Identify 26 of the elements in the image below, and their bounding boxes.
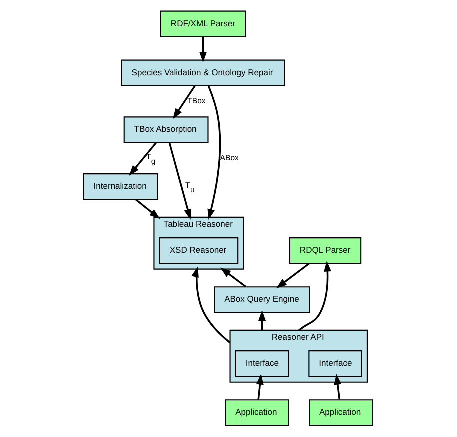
node-box: TBox Absorption	[124, 116, 209, 144]
arrow	[276, 263, 310, 289]
arrow	[168, 142, 192, 220]
arrow	[173, 86, 196, 120]
arrow	[256, 374, 264, 400]
node-box: RDF/XML Parser	[160, 10, 246, 38]
node-box: Application	[309, 400, 374, 426]
arrow	[220, 268, 247, 288]
node-box: ABox Query Engine	[214, 286, 310, 314]
node-box: XSD Reasoner	[159, 238, 239, 264]
node-box: Application	[225, 400, 290, 426]
node-box: Internalization	[83, 174, 158, 200]
arrow	[208, 86, 222, 220]
arrow	[192, 266, 231, 344]
node-box: Species Validation & Ontology Repair	[121, 60, 286, 86]
arrow	[129, 142, 157, 176]
node-box: Interface	[235, 350, 290, 378]
arrow	[136, 199, 160, 220]
edge-label: ABox	[220, 153, 239, 162]
arrow	[334, 374, 342, 400]
node-box: RDQL Parser	[289, 238, 362, 264]
arrow	[258, 310, 266, 330]
arrow	[298, 261, 332, 332]
edge-label: TBox	[188, 96, 206, 106]
arrow	[200, 37, 207, 63]
node-box: Interface	[308, 350, 362, 378]
